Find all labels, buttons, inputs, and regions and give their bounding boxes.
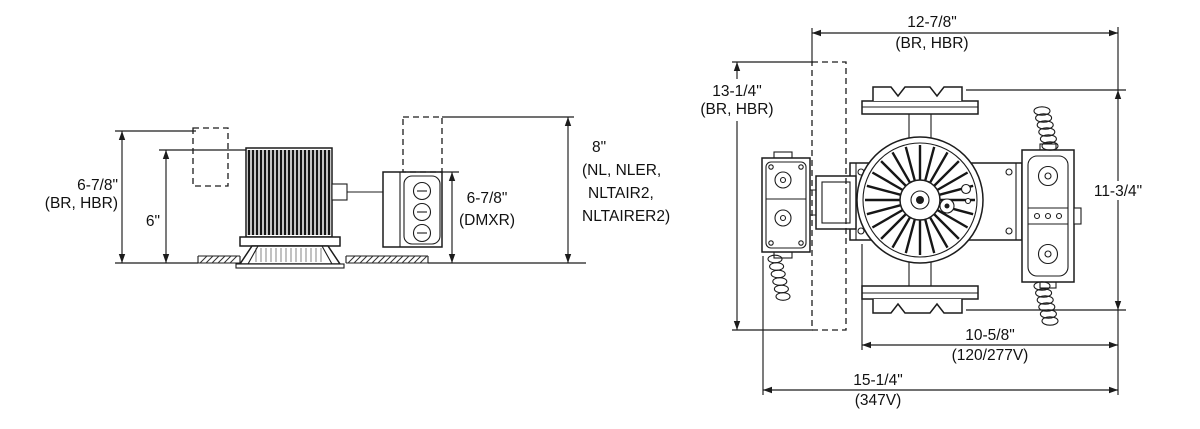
dimension-plan-overall-width bbox=[811, 28, 1118, 62]
flex-conduit-coil bbox=[767, 254, 791, 301]
dim-label-plan-120-value: 10-5/8" bbox=[965, 327, 1014, 344]
remote-box-dashed-outline bbox=[192, 127, 229, 187]
driver-junction-box bbox=[382, 116, 443, 248]
label-bg-overall-depth bbox=[692, 79, 782, 121]
dimension-side-nl-height bbox=[442, 116, 574, 263]
dim-label-side-nl-note2: NLTAIR2, bbox=[588, 185, 654, 202]
dimension-plan-frame-depth bbox=[966, 27, 1126, 395]
dim-label-plan-depth-value: 13-1/4" bbox=[712, 83, 761, 100]
side-view: 6-7/8" (BR, HBR) 6" 6-7/8" (DMXR) 8" (NL… bbox=[45, 116, 670, 269]
housing-dashed-outline bbox=[811, 61, 847, 331]
dim-label-side-dmxr-note: (DMXR) bbox=[459, 212, 515, 229]
dim-label-plan-width-note: (BR, HBR) bbox=[895, 35, 968, 52]
bar-hanger-top bbox=[861, 86, 979, 150]
conduit-connector bbox=[331, 183, 383, 201]
dimension-plan-width-347v bbox=[762, 256, 1118, 395]
dimension-plan-width-120-277v bbox=[861, 244, 1118, 350]
dimension-side-recess-depth bbox=[159, 149, 246, 263]
dim-label-plan-347-note: (347V) bbox=[855, 392, 902, 409]
hanger-spring-top bbox=[1033, 106, 1059, 151]
driver-block bbox=[815, 175, 857, 230]
dimension-side-dmxr-height bbox=[428, 171, 586, 264]
dim-label-side-housing-note: (BR, HBR) bbox=[45, 195, 118, 212]
dim-label-side-nl-note3: NLTAIRER2) bbox=[582, 208, 670, 225]
dim-label-plan-depth-note: (BR, HBR) bbox=[700, 101, 773, 118]
dim-label-side-nl-note1: (NL, NLER, bbox=[582, 162, 661, 179]
trim-flange bbox=[235, 236, 345, 269]
dim-label-plan-347-value: 15-1/4" bbox=[853, 372, 902, 389]
bar-hanger-bottom bbox=[861, 255, 979, 314]
dim-label-side-dmxr-value: 6-7/8" bbox=[467, 190, 508, 207]
dim-label-plan-width-value: 12-7/8" bbox=[907, 14, 956, 31]
plan-view: 12-7/8" (BR, HBR) 13-1/4" (BR, HBR) 11-3… bbox=[692, 14, 1149, 409]
dim-label-side-nl-value: 8" bbox=[592, 139, 606, 156]
dim-label-side-housing-value: 6-7/8" bbox=[77, 177, 118, 194]
dim-label-side-recess-value: 6" bbox=[146, 213, 160, 230]
emergency-box-dashed-outline bbox=[402, 116, 443, 173]
dimension-side-housing-height bbox=[115, 130, 198, 264]
label-bg-frame-depth bbox=[1087, 181, 1149, 200]
heatsink-top-view bbox=[856, 136, 984, 264]
dim-label-plan-120-note: (120/277V) bbox=[952, 347, 1029, 364]
heatsink bbox=[245, 147, 333, 238]
dim-label-plan-frame-value: 11-3/4" bbox=[1094, 183, 1142, 200]
junction-box-left bbox=[761, 151, 816, 259]
junction-box-right bbox=[1021, 143, 1082, 289]
ceiling-section-hatch bbox=[197, 255, 429, 264]
